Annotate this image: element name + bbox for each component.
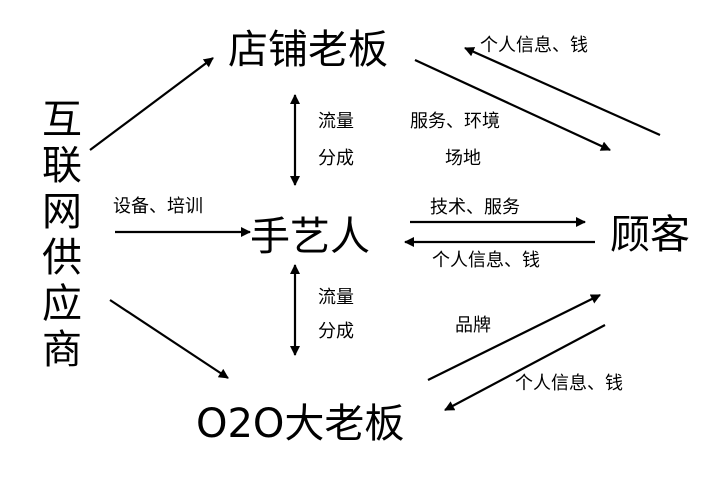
label-equipment-training: 设备、培训 [113, 196, 203, 217]
arrow-supplier-to-o2o [109, 299, 229, 379]
node-customer: 顾客 [610, 212, 690, 258]
arrow-customer-to-o2o [444, 324, 606, 411]
label-skill-service: 技术、服务 [430, 197, 520, 218]
node-o2o-boss: O2O大老板 [196, 401, 404, 447]
label-brand: 品牌 [455, 315, 491, 336]
label-venue: 场地 [445, 148, 481, 169]
label-revenue-share: 分成 [318, 321, 354, 342]
arrow-customer-to-shop [464, 46, 661, 137]
supplier-char: 联 [42, 143, 82, 189]
label-traffic: 流量 [318, 111, 354, 132]
arrow-supplier-to-shop [89, 57, 214, 151]
supplier-char: 互 [42, 97, 82, 143]
node-shop-owner: 店铺老板 [228, 27, 388, 73]
label-customer-to-craftsman: 个人信息、钱 [432, 250, 540, 271]
arrow-o2o-to-customer [427, 294, 601, 381]
supplier-char: 供 [42, 235, 82, 281]
supplier-char: 网 [42, 189, 82, 235]
label-service-environment: 服务、环境 [410, 111, 500, 132]
label-traffic: 流量 [318, 287, 354, 308]
label-customer-to-o2o: 个人信息、钱 [515, 373, 623, 394]
supplier-char: 应 [42, 281, 82, 327]
supplier-char: 商 [42, 327, 82, 373]
node-supplier: 互 联 网 供 应 商 [42, 97, 82, 373]
label-customer-to-shop: 个人信息、钱 [480, 35, 588, 56]
label-revenue-share: 分成 [318, 148, 354, 169]
node-craftsman: 手艺人 [250, 214, 370, 260]
arrow-shop-to-customer [414, 59, 611, 151]
